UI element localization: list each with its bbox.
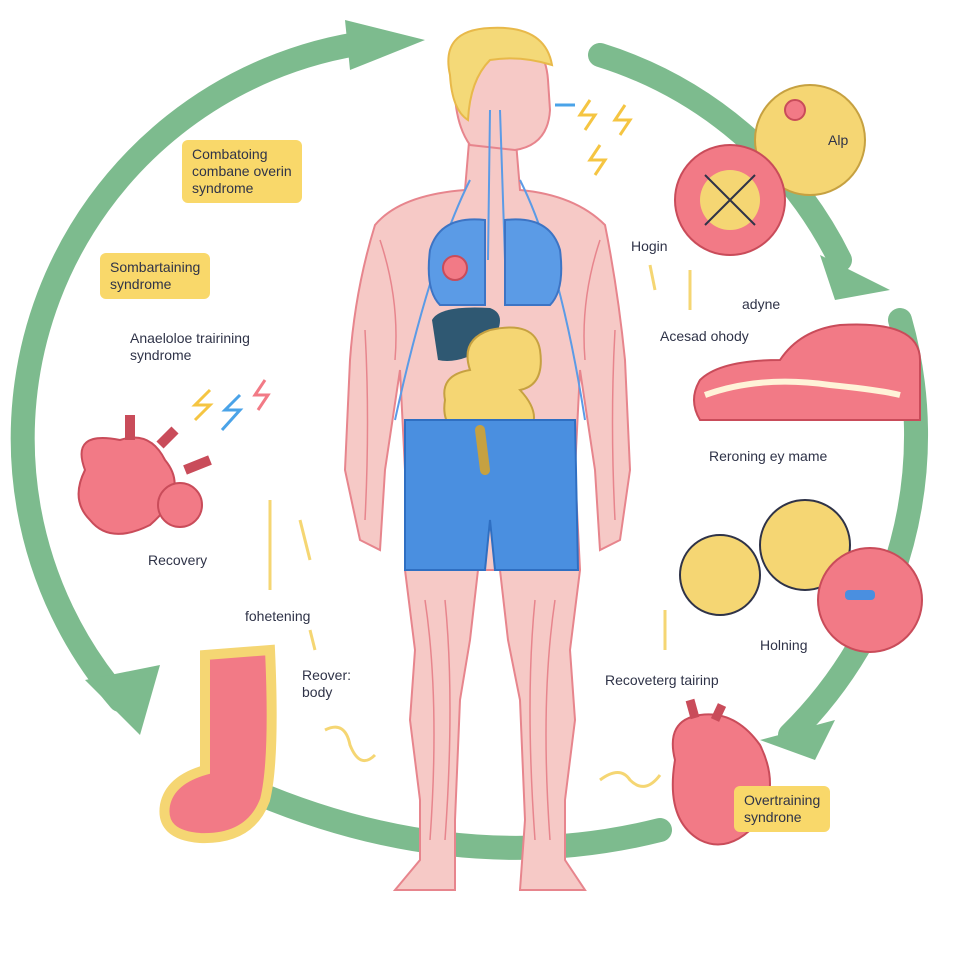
joint-circles-icon bbox=[679, 499, 923, 653]
label-line: syndrone bbox=[744, 809, 802, 825]
label-line: syndrome bbox=[192, 180, 254, 196]
internal-organs bbox=[394, 109, 586, 571]
vessel-lines bbox=[394, 109, 586, 421]
label-fohetening: fohetening bbox=[245, 608, 311, 624]
hair bbox=[447, 26, 554, 122]
label-box-top-left: Combatoing combane overin syndrome bbox=[182, 140, 302, 203]
label-line: syndrome bbox=[130, 347, 192, 363]
muscle-slab-stripe bbox=[703, 378, 901, 398]
label-alp: Alp bbox=[828, 132, 849, 148]
label-holning: Holning bbox=[760, 637, 808, 653]
label-line: Overtraining bbox=[744, 792, 821, 808]
label-line: Anaeloloe trairining bbox=[130, 330, 250, 346]
label-acesad: Acesad ohody bbox=[660, 328, 749, 344]
intestine-tail bbox=[475, 425, 490, 475]
yellow-squiggle-left bbox=[324, 725, 377, 763]
muscle-cross-section-icon bbox=[674, 144, 786, 256]
alp-joint-icon bbox=[754, 84, 866, 196]
yellow-squiggle-right bbox=[599, 771, 662, 788]
label-line: body bbox=[302, 684, 333, 700]
heart-left-icon bbox=[77, 415, 212, 535]
lightning-bolts-left bbox=[191, 379, 271, 432]
label-adyne: adyne bbox=[742, 296, 781, 312]
lightning-bolt-icon bbox=[191, 388, 214, 422]
label-line: syndrome bbox=[110, 276, 172, 292]
lightning-bolt-icon bbox=[220, 393, 244, 432]
label-line: Combatoing bbox=[192, 146, 268, 162]
label-line: Reover: bbox=[302, 667, 352, 683]
label-box-left: Sombartaining syndrome bbox=[100, 253, 211, 299]
arrowhead-left-icon bbox=[85, 665, 160, 735]
yellow-arrows-left bbox=[268, 500, 317, 651]
label-recovery-left: Recovery bbox=[148, 552, 208, 568]
label-box-bottom-right: Overtraining syndrone bbox=[734, 786, 831, 832]
foot-icon bbox=[159, 644, 277, 844]
muscle-lines bbox=[364, 239, 616, 841]
heart-dot-icon bbox=[442, 255, 468, 281]
shorts bbox=[404, 419, 580, 571]
cycle-arrow-left-icon bbox=[10, 30, 382, 712]
lightning-bolt-icon bbox=[612, 104, 633, 136]
lightning-bolts-right bbox=[577, 99, 633, 176]
lungs-icon bbox=[427, 218, 563, 306]
arrowhead-right-icon bbox=[820, 255, 890, 300]
arrowhead-top-icon bbox=[345, 20, 425, 70]
lightning-bolt-icon bbox=[587, 144, 608, 176]
lightning-bolt-icon bbox=[577, 99, 598, 131]
label-recoveterg: Recoveterg tairinp bbox=[605, 672, 719, 688]
label-reroning: Reroning ey mame bbox=[709, 448, 828, 464]
cycle-arrow-bottom-icon bbox=[238, 778, 672, 860]
label-line: combane overin bbox=[192, 163, 292, 179]
cycle-arrow-right-icon bbox=[588, 43, 852, 272]
label-line: Sombartaining bbox=[110, 259, 201, 275]
label-anaeloloe: Anaeloloe trairining syndrome bbox=[130, 330, 250, 364]
yellow-arrows-right bbox=[648, 264, 692, 650]
arrowhead-lower-right-icon bbox=[760, 720, 835, 760]
label-recover-body: Reover: body bbox=[302, 667, 351, 701]
alp-dot-icon bbox=[784, 99, 806, 121]
label-hogin: Hogin bbox=[631, 238, 668, 254]
arrowheads bbox=[85, 20, 890, 760]
muscle-slab-icon bbox=[693, 323, 921, 421]
lightning-bolt-icon bbox=[252, 379, 271, 411]
